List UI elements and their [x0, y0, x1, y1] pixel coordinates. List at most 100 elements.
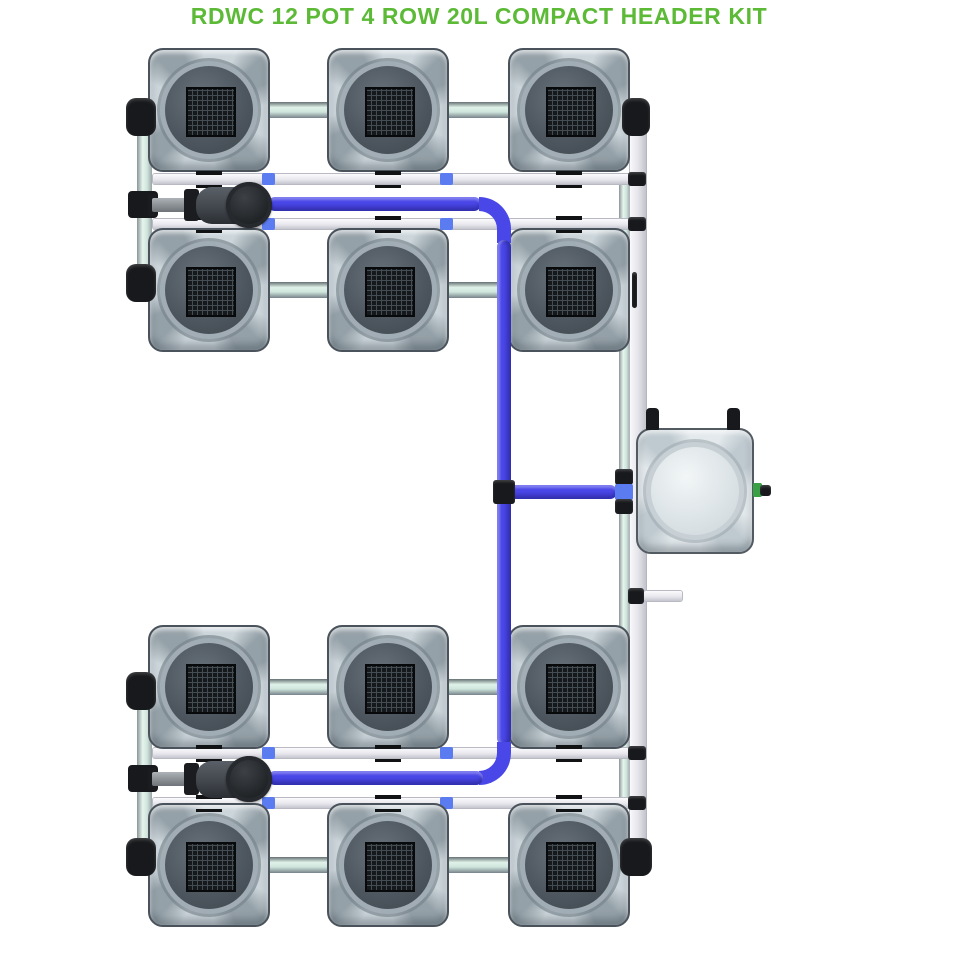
- rdwc-pot-10: [148, 803, 270, 927]
- rdwc-pot-11: [327, 803, 449, 927]
- elbow-fitting: [126, 672, 156, 710]
- pot-lid-mesh: [344, 821, 432, 909]
- lid-tab: [203, 61, 216, 70]
- coupler: [440, 173, 453, 185]
- pot-lid-mesh: [525, 66, 613, 154]
- lid-tab: [203, 727, 216, 736]
- interconnect-pipe-row4-a: [268, 857, 329, 873]
- pot-lid-mesh: [165, 643, 253, 731]
- lid-tab: [382, 816, 395, 825]
- tank-drain-cap: [760, 485, 771, 496]
- lid-tab: [203, 241, 216, 250]
- lid-tab: [563, 241, 576, 250]
- pot-lid-mesh: [165, 246, 253, 334]
- pot-lid-mesh: [165, 66, 253, 154]
- interconnect-pipe-row2-b: [447, 282, 510, 298]
- lid-tab: [203, 816, 216, 825]
- lid-tab: [382, 150, 395, 159]
- pot-lid-mesh: [525, 643, 613, 731]
- pot-lid-mesh: [344, 66, 432, 154]
- delivery-pipe-corner-top: [479, 197, 511, 243]
- interconnect-pipe-row3-b: [447, 679, 510, 695]
- clamp: [375, 171, 401, 188]
- page-title: RDWC 12 POT 4 ROW 20L COMPACT HEADER KIT: [190, 3, 768, 29]
- lid-tab: [563, 150, 576, 159]
- rdwc-pot-7: [148, 625, 270, 749]
- clamp: [556, 216, 582, 233]
- return-pipe-stub: [644, 591, 682, 601]
- clamp: [375, 745, 401, 762]
- valve-collar: [184, 763, 199, 795]
- pot-lid-mesh: [165, 821, 253, 909]
- lid-tab: [203, 905, 216, 914]
- interconnect-pipe-row4-b: [447, 857, 510, 873]
- rdwc-pot-1: [148, 48, 270, 172]
- rdwc-pot-6: [508, 228, 630, 352]
- tee-fitting: [628, 217, 646, 231]
- tee-fitting: [628, 172, 646, 186]
- clamp: [556, 745, 582, 762]
- rdwc-pot-4: [148, 228, 270, 352]
- lid-tab: [203, 150, 216, 159]
- clamp: [196, 171, 222, 188]
- pot-lid-mesh: [344, 643, 432, 731]
- delivery-pipe-corner-bottom: [479, 742, 511, 785]
- tee-fitting: [628, 746, 646, 760]
- rdwc-pot-8: [327, 625, 449, 749]
- lid-tab: [382, 330, 395, 339]
- lid-tab: [382, 241, 395, 250]
- tank-lid: [651, 447, 739, 535]
- tank-inlet-fitting: [615, 469, 633, 485]
- lid-tab: [563, 61, 576, 70]
- lid-tab: [563, 816, 576, 825]
- lid-tab: [563, 905, 576, 914]
- tank-inlet-coupler: [615, 484, 633, 500]
- elbow-fitting: [622, 98, 650, 136]
- header-tank: [636, 428, 754, 554]
- elbow-fitting: [620, 838, 652, 876]
- lid-tab: [563, 330, 576, 339]
- return-pipe-zone1-bottom: [153, 219, 633, 229]
- tank-top-port: [727, 408, 740, 430]
- pump-head: [226, 182, 272, 228]
- circulation-pump-bottom: [126, 755, 286, 803]
- valve-collar: [184, 189, 199, 221]
- coupler: [262, 747, 275, 759]
- coupler: [440, 218, 453, 230]
- elbow-fitting: [126, 838, 156, 876]
- clamp: [556, 795, 582, 812]
- pot-lid-mesh: [525, 821, 613, 909]
- clamp: [556, 171, 582, 188]
- tank-top-port: [646, 408, 659, 430]
- coupler: [440, 747, 453, 759]
- lid-tab: [689, 532, 702, 541]
- tank-inlet-fitting: [615, 499, 633, 514]
- clamp: [375, 216, 401, 233]
- pipe-clip: [632, 272, 637, 308]
- clamp: [196, 745, 222, 762]
- clamp: [375, 795, 401, 812]
- elbow-fitting: [126, 264, 156, 302]
- pot-lid-mesh: [344, 246, 432, 334]
- lid-tab: [563, 638, 576, 647]
- tee-fitting: [628, 796, 646, 810]
- interconnect-pipe-row2-a: [268, 282, 329, 298]
- pot-lid-mesh: [525, 246, 613, 334]
- delivery-pipe-top: [268, 197, 481, 211]
- lid-tab: [203, 638, 216, 647]
- lid-tab: [382, 727, 395, 736]
- stub-fitting: [628, 588, 644, 604]
- delivery-pipe-to-tank: [505, 485, 617, 499]
- delivery-pipe-bottom: [268, 771, 483, 785]
- interconnect-pipe-row3-a: [268, 679, 329, 695]
- rdwc-pot-9: [508, 625, 630, 749]
- pump-head: [226, 756, 272, 802]
- elbow-fitting: [126, 98, 156, 136]
- lid-tab: [382, 61, 395, 70]
- lid-tab: [382, 905, 395, 914]
- return-pipe-zone2-top: [153, 748, 633, 758]
- lid-tab: [382, 638, 395, 647]
- return-pipe-zone1-top: [153, 174, 633, 184]
- rdwc-pot-12: [508, 803, 630, 927]
